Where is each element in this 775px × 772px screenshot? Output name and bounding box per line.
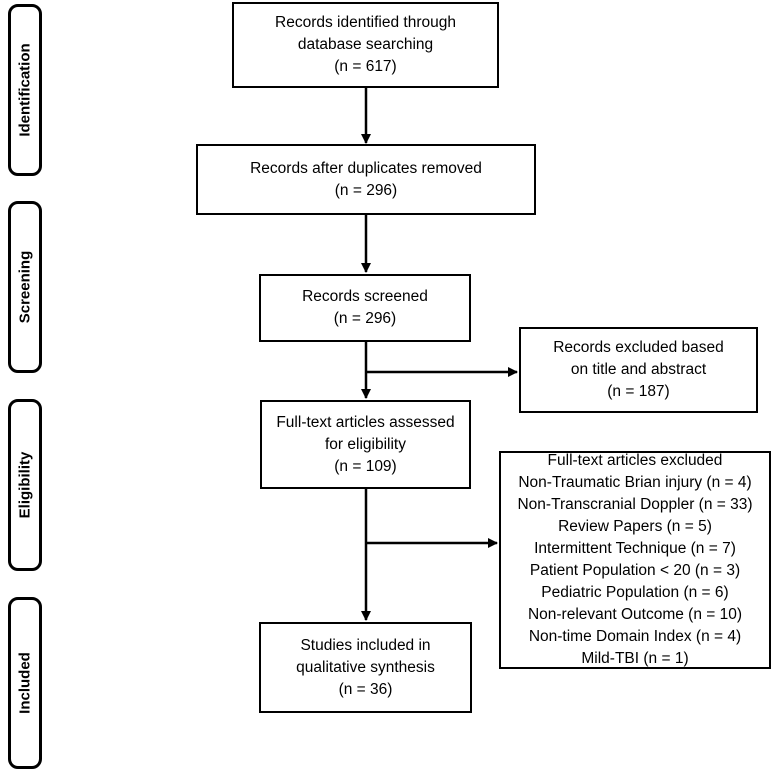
stage-identification: Identification (8, 4, 42, 176)
box-excluded-title-abstract: Records excluded based on title and abst… (519, 327, 758, 413)
stage-screening: Screening (8, 201, 42, 373)
box-studies-included: Studies included in qualitative synthesi… (259, 622, 472, 713)
stage-eligibility: Eligibility (8, 399, 42, 571)
box-duplicates-removed: Records after duplicates removed (n = 29… (196, 144, 536, 215)
stage-included: Included (8, 597, 42, 769)
box-full-text-excluded: Full-text articles excluded Non-Traumati… (499, 451, 771, 669)
box-records-identified: Records identified through database sear… (232, 2, 499, 88)
box-records-screened: Records screened (n = 296) (259, 274, 471, 342)
box-full-text-assessed: Full-text articles assessed for eligibil… (260, 400, 471, 489)
